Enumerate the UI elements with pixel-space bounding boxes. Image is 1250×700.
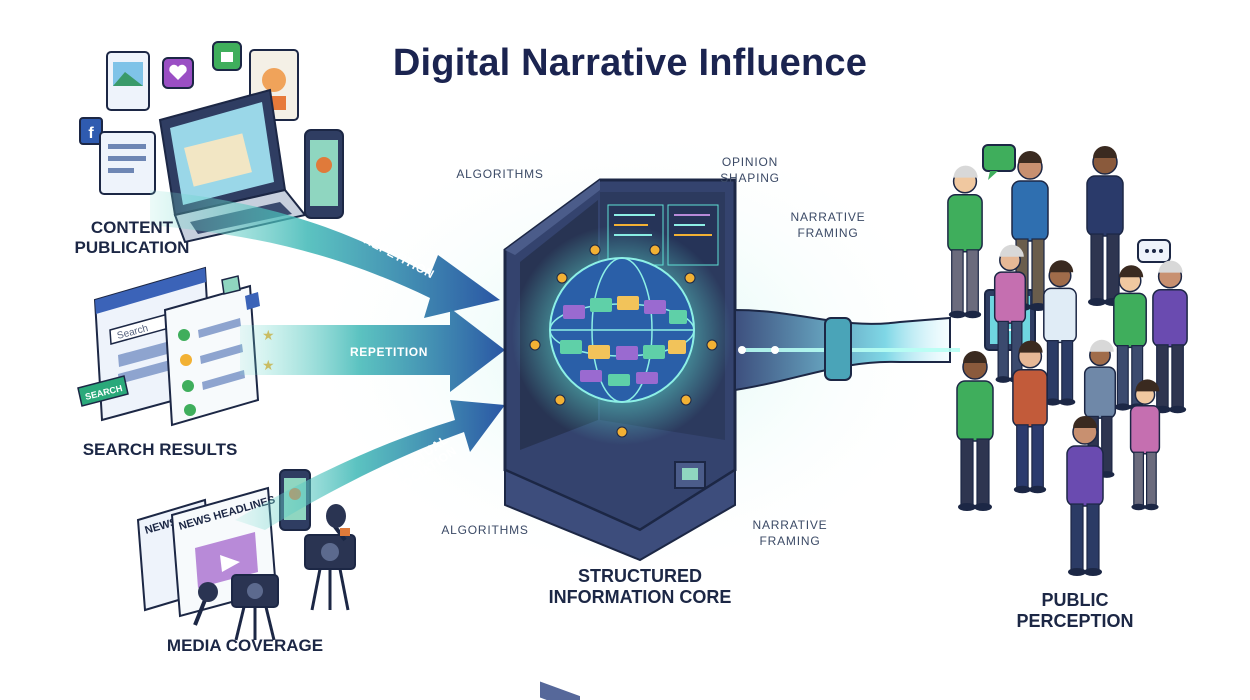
person-figure — [956, 351, 994, 511]
media-coverage-illustration: NEWS NEWS HEADLINES — [136, 469, 356, 641]
beam-ring — [824, 317, 852, 381]
arrow-content-to-core — [150, 190, 500, 318]
search-button — [77, 375, 129, 407]
person-figure — [947, 165, 983, 319]
person-figure — [1129, 379, 1161, 511]
output-beam — [734, 308, 960, 392]
search-results-illustration: Search SEARCH ★ ★ — [77, 266, 275, 427]
person-figure — [1086, 146, 1124, 306]
person-figure — [1152, 260, 1188, 414]
output-label: PUBLIC PERCEPTION — [1016, 590, 1134, 631]
arrow-label-repetition-2: REPETITION — [350, 345, 429, 359]
source-label-media: MEDIA COVERAGE — [166, 636, 324, 655]
page-title: Digital Narrative Influence — [392, 42, 868, 84]
arrow-search-to-core — [240, 308, 505, 392]
person-figure — [1043, 260, 1077, 406]
source-label-search: SEARCH RESULTS — [82, 440, 238, 459]
annotation-narrative-framing-top: NARRATIVE FRAMING — [790, 210, 866, 240]
speech-bubble-icon — [982, 144, 1016, 172]
annotation-opinion-shaping: OPINION SHAPING — [720, 155, 780, 185]
facebook-icon — [79, 117, 103, 145]
person-figure — [993, 244, 1027, 383]
microphone-icon — [326, 504, 346, 528]
person-figure — [1083, 339, 1117, 478]
source-label-content: CONTENT PUBLICATION — [74, 218, 190, 257]
annotation-algorithms-bottom: ALGORITHMS — [441, 523, 529, 537]
play-icon — [220, 555, 240, 572]
annotation-narrative-framing-bottom: NARRATIVE FRAMING — [752, 518, 828, 548]
person-figure — [1066, 416, 1104, 576]
annotation-algorithms-top: ALGORITHMS — [456, 167, 544, 181]
person-figure — [1012, 340, 1048, 494]
microphone-icon — [198, 582, 218, 602]
magnifier-icon — [221, 275, 241, 295]
arrow-media-to-core — [235, 400, 505, 530]
svg-text:f: f — [88, 125, 94, 142]
core-label: STRUCTURED INFORMATION CORE — [548, 566, 732, 607]
person-figure — [1011, 151, 1049, 311]
person-figure — [1113, 265, 1147, 411]
structured-information-core — [503, 178, 737, 700]
